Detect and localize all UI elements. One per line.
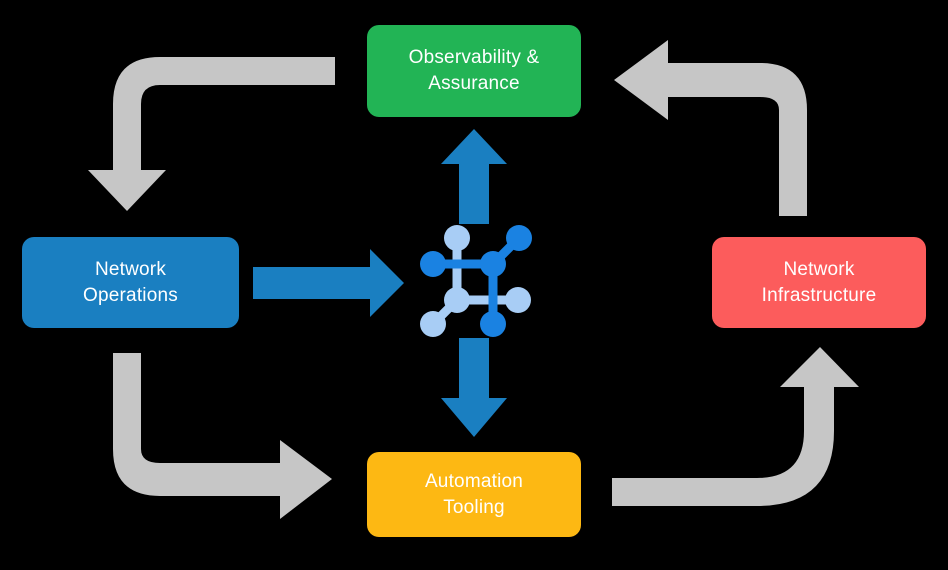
node-label-network-operations: Network Operations xyxy=(83,258,178,306)
arrow-center-to-observability xyxy=(441,129,507,224)
node-box-network-infrastructure[interactable]: Network Infrastructure xyxy=(712,237,926,328)
node-label-automation-tooling: Automation Tooling xyxy=(424,470,524,518)
arrow-observability-to-operations xyxy=(88,57,335,211)
arrow-operations-to-center xyxy=(253,249,404,317)
node-label-observability: Observability & Assurance xyxy=(408,47,540,94)
arrow-center-to-automation xyxy=(441,338,507,437)
arrow-automation-to-infrastructure xyxy=(612,347,859,506)
node-box-automation-tooling[interactable]: Automation Tooling xyxy=(367,452,581,537)
arrow-operations-to-automation xyxy=(113,353,332,519)
node-box-network-operations[interactable]: Network Operations xyxy=(22,237,239,328)
node-box-observability[interactable]: Observability & Assurance xyxy=(367,25,581,117)
arrow-infrastructure-to-observability xyxy=(614,40,807,216)
node-label-network-infrastructure: Network Infrastructure xyxy=(761,258,877,306)
network-topology-icon xyxy=(420,225,532,337)
